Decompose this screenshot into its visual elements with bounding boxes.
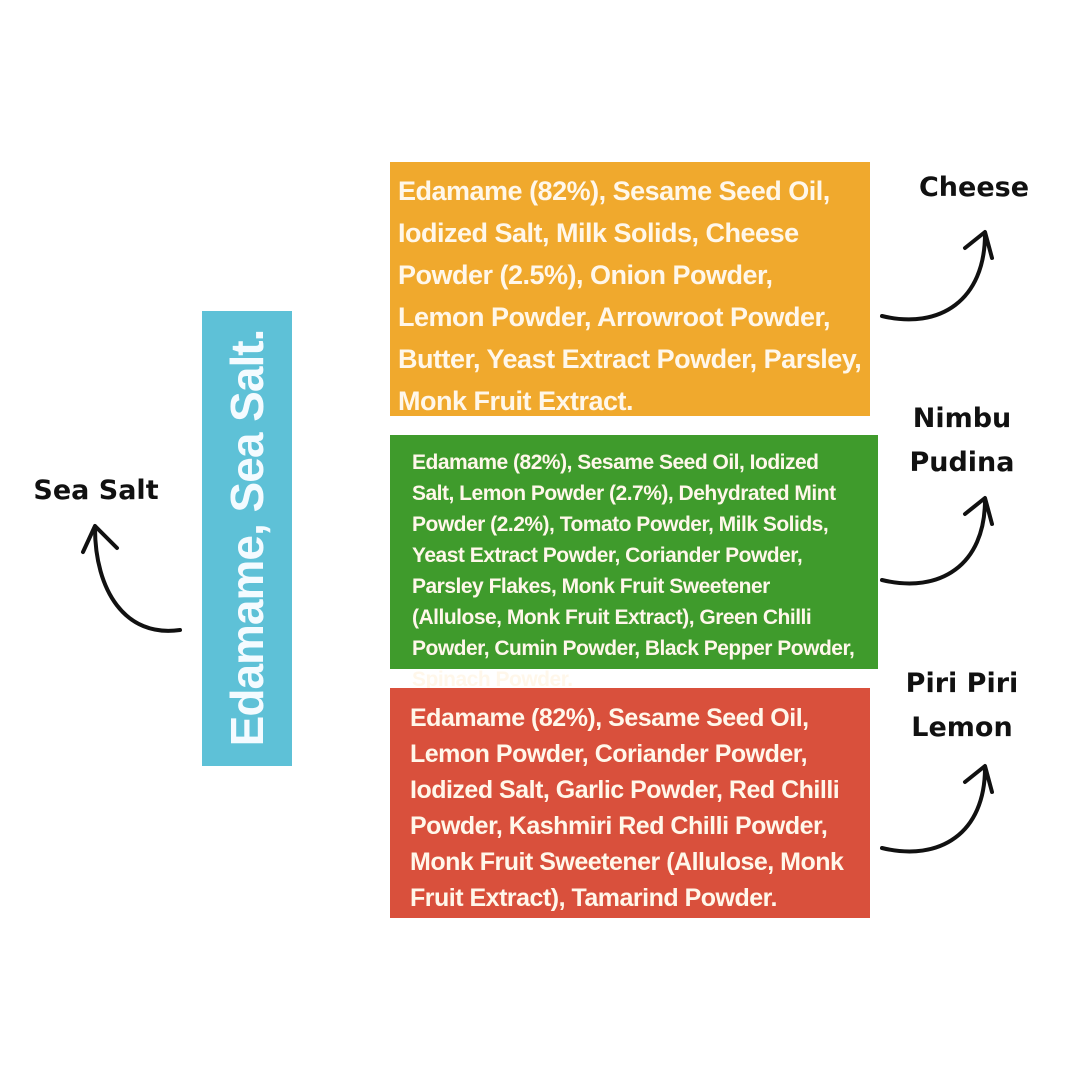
piri-piri-lemon-label: Piri Piri Lemon	[896, 662, 1028, 750]
piri-piri-lemon-ingredients-text: Edamame (82%), Sesame Seed Oil, Lemon Po…	[410, 704, 844, 912]
piri-label-line1: Piri Piri	[905, 668, 1019, 699]
sea-salt-label: Sea Salt	[30, 469, 162, 513]
nimbu-pudina-ingredients-text: Edamame (82%), Sesame Seed Oil, Iodized …	[412, 451, 855, 691]
cheese-label: Cheese	[914, 166, 1034, 210]
nimbu-pudina-ingredients-panel: Edamame (82%), Sesame Seed Oil, Iodized …	[390, 435, 878, 691]
cheese-ingredients-text: Edamame (82%), Sesame Seed Oil, Iodized …	[398, 176, 862, 416]
curved-arrow-icon	[81, 524, 182, 633]
curved-arrow-icon	[880, 764, 994, 854]
nimbu-label-line1: Nimbu	[912, 403, 1012, 434]
sea-salt-ingredients-text: Edamame, Sea Salt.	[221, 329, 273, 747]
nimbu-pudina-label: Nimbu Pudina	[902, 397, 1022, 485]
piri-label-line2: Lemon	[911, 712, 1013, 743]
sea-salt-ingredients-panel: Edamame, Sea Salt.	[202, 311, 292, 766]
cheese-label-text: Cheese	[918, 172, 1030, 203]
curved-arrow-icon	[880, 496, 994, 586]
curved-arrow-icon	[880, 230, 994, 322]
cheese-ingredients-panel: Edamame (82%), Sesame Seed Oil, Iodized …	[390, 162, 870, 416]
nimbu-label-line2: Pudina	[909, 447, 1015, 478]
sea-salt-label-text: Sea Salt	[33, 475, 159, 506]
piri-piri-lemon-ingredients-panel: Edamame (82%), Sesame Seed Oil, Lemon Po…	[390, 688, 870, 918]
